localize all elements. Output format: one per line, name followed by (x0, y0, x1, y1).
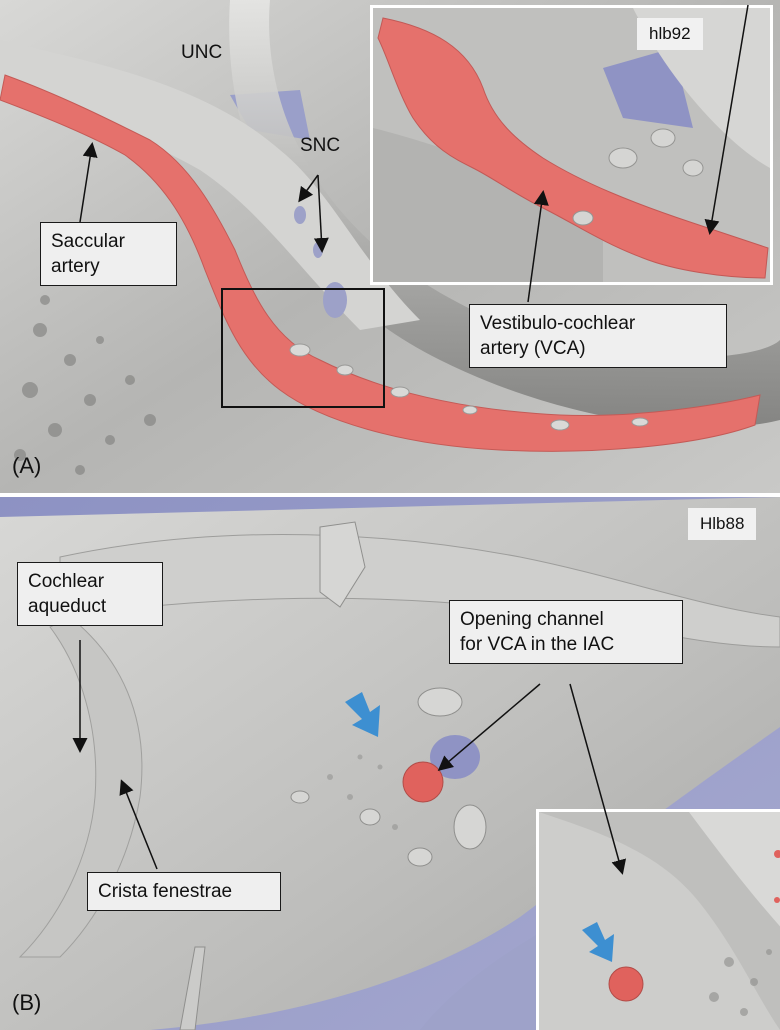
panel-a-label: (A) (12, 453, 42, 478)
specimen-tag-hlb88: Hlb88 (688, 508, 757, 540)
zoom-region-box (221, 288, 385, 408)
snc-label: SNC (300, 135, 341, 156)
inset-b (536, 809, 780, 1030)
saccular-artery-label: Saccular artery (40, 222, 177, 286)
blue-arrow-main (345, 692, 380, 737)
inset-a-render (373, 8, 770, 282)
vca-label: Vestibulo-cochlear artery (VCA) (469, 304, 727, 368)
cochlear-aqueduct-label: Cochlear aqueduct (17, 562, 163, 626)
opening-channel-label: Opening channel for VCA in the IAC (449, 600, 683, 664)
unc-label: UNC (181, 42, 223, 63)
inset-b-render (539, 812, 780, 1030)
panel-b-label: (B) (12, 990, 42, 1015)
specimen-tag-hlb92: hlb92 (637, 18, 703, 50)
panel-b: Cochlear aqueduct Opening channel for VC… (0, 497, 780, 1030)
panel-a: UNC SNC Saccular artery Vestibulo-cochle… (0, 0, 780, 493)
blue-arrow-inset (582, 922, 614, 962)
inset-a (370, 5, 773, 285)
crista-fenestrae-label: Crista fenestrae (87, 872, 281, 911)
